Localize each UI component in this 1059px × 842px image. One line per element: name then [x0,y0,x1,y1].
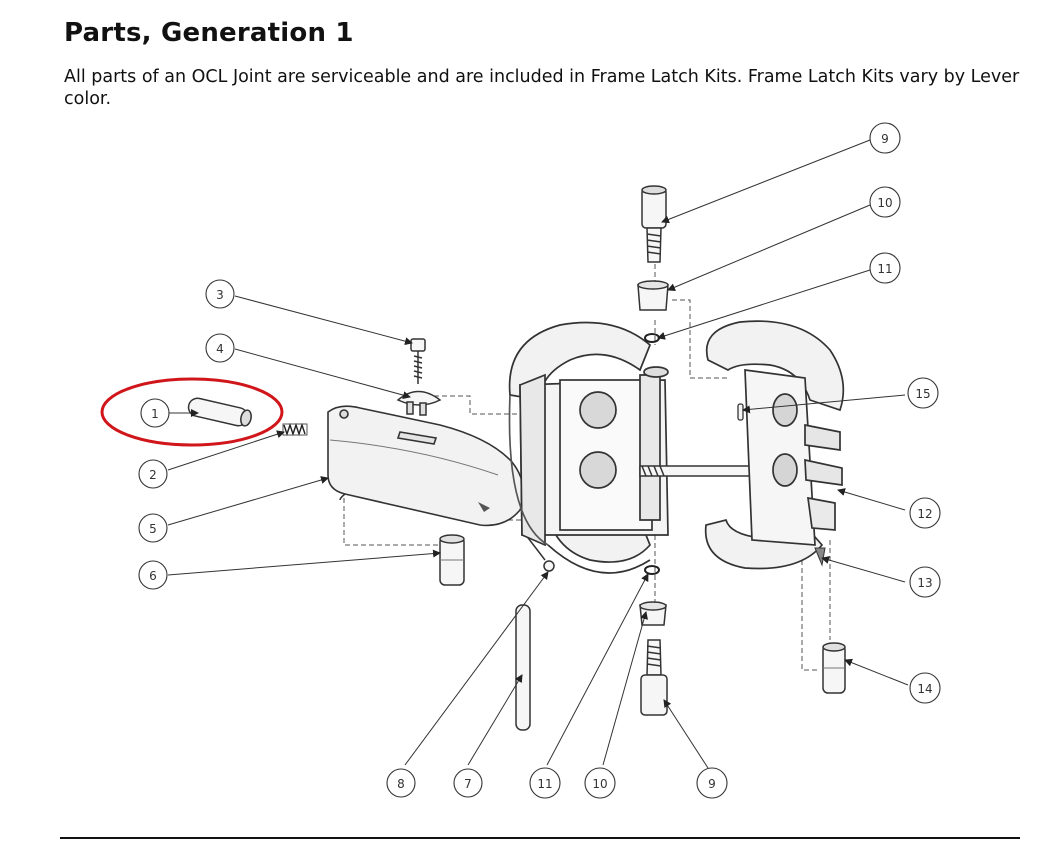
part-5-lever [327,405,525,527]
part-3-screw [410,338,426,384]
callout-15 [907,377,939,409]
part-9-bottom-bolt [640,639,668,716]
callout-11-top-label: 11 [877,262,892,276]
part-7-rod [515,604,531,731]
part-10-top-bushing [637,280,669,311]
part-1-pin [187,397,252,427]
callout-14-label: 14 [917,682,932,696]
callout-11-bottom [529,767,561,799]
callout-11-bottom-label: 11 [537,777,552,791]
part-9-top-bolt [641,185,667,263]
callout-12-label: 12 [917,507,932,521]
callout-9-bottom [696,767,728,799]
callout-8 [386,768,416,798]
callout-10-bottom [584,767,616,799]
callout-2-label: 2 [149,468,157,482]
callout-6 [138,560,168,590]
callout-11-top [869,252,901,284]
callout-9-top [869,122,901,154]
callout-5 [138,513,168,543]
leader-lines [167,139,909,769]
highlight-ellipse-part-1 [100,377,284,447]
callout-13 [909,566,941,598]
callout-3-label: 3 [216,288,224,302]
callout-9-top-label: 9 [881,132,889,146]
callout-labels: 1 2 3 4 5 6 7 8 9 10 11 12 13 14 15 11 1… [149,132,932,791]
page-title: Parts, Generation 1 [64,18,354,48]
callout-2 [138,459,168,489]
callout-4-label: 4 [216,342,224,356]
callout-12 [909,497,941,529]
callout-10-top [869,186,901,218]
callout-1-label: 1 [151,407,159,421]
callout-13-label: 13 [917,576,932,590]
part-13-tab [814,547,826,567]
callout-4 [205,333,235,363]
callout-10-top-label: 10 [877,196,892,210]
part-14-barrel [822,642,846,694]
clamp-body-right [704,320,845,570]
part-10-bottom-bushing [639,601,667,626]
part-2-spring [282,422,308,437]
callout-3 [205,279,235,309]
callout-9-bottom-label: 9 [708,777,716,791]
callout-7 [453,768,483,798]
part-11-top-ring [644,333,660,343]
part-6-barrel [439,534,465,586]
part-11-bottom-ring [644,565,660,575]
callout-15-label: 15 [915,387,930,401]
page-description: All parts of an OCL Joint are serviceabl… [64,67,1020,109]
callout-5-label: 5 [149,522,157,536]
callout-7-label: 7 [464,777,472,791]
part-15-small-pin [737,403,744,421]
callout-14 [909,672,941,704]
callout-6-label: 6 [149,569,157,583]
callout-1 [140,398,170,428]
callout-10-bottom-label: 10 [592,777,607,791]
callout-circles [138,122,941,799]
clamp-body-left [508,321,669,574]
callout-8-label: 8 [397,777,405,791]
